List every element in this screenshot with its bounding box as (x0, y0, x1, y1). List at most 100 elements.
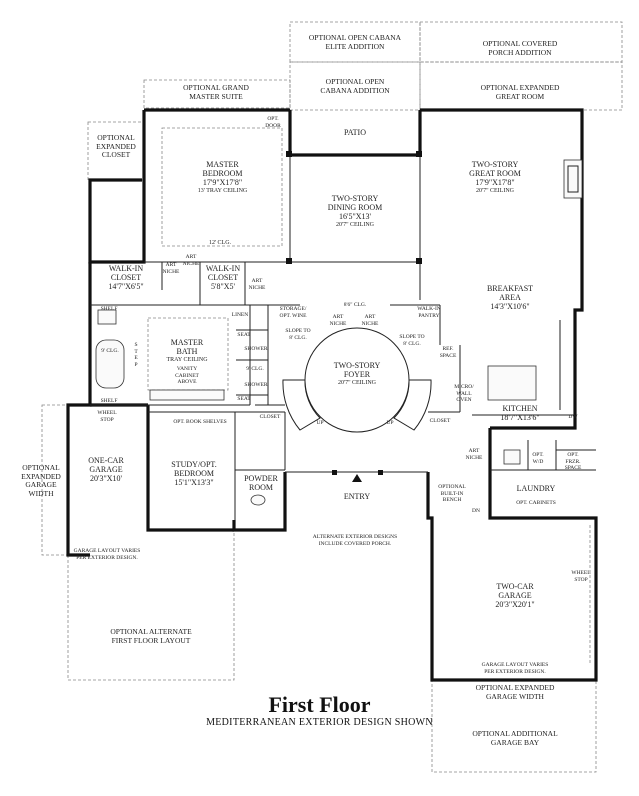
bathtub (95, 339, 125, 389)
ref-space-label: REF. SPACE (439, 346, 457, 359)
column (416, 151, 422, 157)
closet-label: CLOSET (429, 418, 451, 424)
opt-expanded-closet-label: OPTIONAL EXPANDED CLOSET (96, 133, 136, 159)
master-bedroom-label: MASTER BEDROOM 17'9"X17'8" (202, 160, 243, 187)
wall (232, 472, 287, 532)
walk-in-closet-label: WALK-IN CLOSET 5'8"X5' (205, 264, 241, 291)
breakfast-label: BREAKFAST AREA 14'3"X10'6" (486, 284, 534, 311)
art-niche-label: ART NICHE (465, 448, 483, 461)
clg-12-label: 12' CLG. (208, 240, 232, 246)
opt-covered-porch-label: OPTIONAL COVERED PORCH ADDITION (482, 39, 558, 57)
two-car-garage-label: TWO-CAR GARAGE 20'3"X20'1" (495, 582, 535, 609)
art-niche-label: ART NICHE (329, 314, 347, 327)
master-tray-outline (161, 127, 283, 247)
entry-arrow (352, 474, 362, 482)
storage-label: STORAGE/ OPT. WINE (279, 306, 307, 319)
alt-exterior-label: ALTERNATE EXTERIOR DESIGNS INCLUDE COVER… (312, 534, 398, 547)
column (416, 258, 422, 264)
powder-room-label: POWDER ROOM (244, 474, 278, 492)
dw-label: DW (568, 414, 578, 420)
opt-additional-garage-bay-label: OPTIONAL ADDITIONAL GARAGE BAY (472, 729, 558, 747)
toilet (97, 309, 117, 325)
page-title: First Floor (268, 692, 371, 717)
entry-label: ENTRY (343, 492, 371, 501)
linen-label: LINEN (231, 312, 249, 318)
exterior-walls (66, 108, 598, 682)
kitchen-island (487, 365, 537, 401)
up-label: UP (316, 420, 324, 426)
art-niche-label: ART NICHE (162, 262, 180, 275)
column (286, 151, 292, 157)
opt-expanded-garage-width-label: OPTIONAL EXPANDED GARAGE WIDTH (475, 683, 555, 701)
wall (146, 405, 234, 532)
opt-alt-first-floor-label: OPTIONAL ALTERNATE FIRST FLOOR LAYOUT (110, 627, 192, 645)
wheel-stop-label: WHEEL STOP (571, 570, 591, 583)
shelf-label: SHELF (100, 306, 118, 312)
left-staircase (282, 379, 321, 431)
dining-room-label: TWO-STORY DINING ROOM 16'5"X13' (327, 194, 383, 221)
foyer-ceiling-label: 20'7" CEILING (337, 380, 377, 386)
art-niche-label: ART NICHE (182, 254, 200, 267)
micro-wall-oven-label: MICRO/ WALL OVEN (454, 384, 474, 403)
opt-wd-label: OPT. W/D (532, 452, 544, 465)
art-niche-label: ART NICHE (248, 278, 266, 291)
clg-9-label: 9' CLG. (101, 348, 119, 354)
seat-label: SEAT (237, 332, 251, 338)
opt-book-shelves-label: OPT. BOOK SHELVES (173, 419, 227, 425)
opt-expanded-great-label: OPTIONAL EXPANDED GREAT ROOM (480, 83, 560, 101)
vanity-counter (149, 389, 225, 401)
column (378, 470, 383, 475)
opt-frzr-label: OPT. FRZR. SPACE (564, 452, 582, 471)
study-label: STUDY/OPT. BEDROOM 15'1"X13'3" (171, 460, 217, 487)
shower-label: SHOWER (244, 346, 268, 352)
wheel-stop-label: WHEEL STOP (97, 410, 117, 423)
slope-label: SLOPE TO 8' CLG. (285, 328, 311, 341)
slope-label: SLOPE TO 8' CLG. (399, 334, 425, 347)
opt-grand-master-label: OPTIONAL GRAND MASTER SUITE (183, 83, 249, 101)
powder-toilet (250, 494, 266, 506)
opt-cabana-label: OPTIONAL OPEN CABANA ADDITION (320, 77, 390, 95)
great-room-label: TWO-STORY GREAT ROOM 17'9"X17'8" (469, 160, 521, 187)
tray-ceiling-label: TRAY CEILING (166, 357, 208, 363)
right-staircase (393, 379, 432, 431)
wall (420, 108, 584, 405)
kitchen-label: KITCHEN 18'7"X13'6" (500, 404, 540, 422)
patio-label: PATIO (344, 128, 366, 137)
dn-label: DN (472, 508, 480, 514)
one-car-garage-label: ONE-CAR GARAGE 20'3"X10' (88, 456, 124, 483)
opt-cabinets-label: OPT. CABINETS (516, 500, 556, 506)
dining-ceiling-label: 20'7" CEILING (335, 222, 375, 228)
up-label: UP (386, 420, 394, 426)
clg-9b-label: 9' CLG. (246, 366, 264, 372)
art-niche-label: ART NICHE (361, 314, 379, 327)
wall (490, 405, 577, 430)
laundry-label: LAUNDRY (516, 484, 556, 493)
opt-grand-master-outline (143, 79, 291, 109)
great-ceiling-label: 20'7" CEILING (475, 188, 515, 194)
garage-layout-label: GARAGE LAYOUT VARIES PER EXTERIOR DESIGN… (481, 662, 549, 675)
fireplace-firebox (567, 165, 579, 193)
closet-label: CLOSET (259, 414, 281, 420)
shelf-label: SHELF (100, 398, 118, 404)
opt-alt-first-floor-outline (67, 530, 235, 681)
walk-in-closet-label: WALK-IN CLOSET 14'7"X6'5" (108, 264, 144, 291)
garage-layout-label: GARAGE LAYOUT VARIES PER EXTERIOR DESIGN… (73, 548, 141, 561)
foyer-label: TWO-STORY FOYER (333, 361, 381, 379)
opt-door-label: OPT. DOOR (265, 116, 281, 129)
seat-label: SEAT (237, 396, 251, 402)
column (332, 470, 337, 475)
step-label: S T E P (134, 342, 138, 368)
clg-86-label: 8'6" CLG. (343, 302, 367, 308)
laundry-sink (503, 449, 521, 465)
opt-built-in-bench-label: OPTIONAL BUILT-IN BENCH (438, 484, 466, 503)
master-bedroom-ceiling-label: 13' TRAY CEILING (197, 188, 248, 194)
page-subtitle: MEDITERRANEAN EXTERIOR DESIGN SHOWN (206, 717, 433, 728)
master-bath-label: MASTER BATH (170, 338, 204, 356)
wall (66, 262, 92, 557)
interior-walls (90, 155, 596, 520)
opt-expanded-garage-width-label: OPTIONAL EXPANDED GARAGE WIDTH (21, 463, 61, 498)
columns (286, 151, 422, 475)
column (286, 258, 292, 264)
